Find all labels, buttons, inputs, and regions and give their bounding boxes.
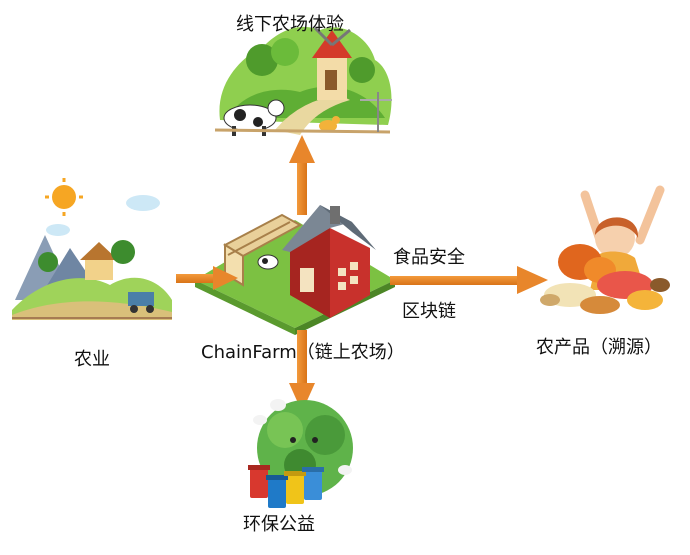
label-chainfarm: ChainFarm（链上农场） [201, 342, 405, 363]
label-products: 农产品（溯源） [536, 337, 662, 358]
offline-farm-illustration [214, 26, 392, 136]
label-food-safety: 食品安全 [393, 247, 465, 268]
arrow-left-to-center [176, 266, 238, 290]
products-illustration [540, 185, 670, 314]
arrow-down [289, 330, 315, 412]
label-blockchain: 区块链 [402, 301, 456, 322]
chainfarm-illustration [195, 205, 395, 335]
arrow-right [390, 266, 548, 294]
arrow-up [289, 135, 315, 215]
label-environment: 环保公益 [243, 514, 315, 535]
environment-illustration [248, 399, 353, 508]
agriculture-illustration [12, 178, 172, 320]
label-agriculture: 农业 [74, 349, 110, 370]
label-offline-farm: 线下农场体验 [236, 14, 344, 35]
